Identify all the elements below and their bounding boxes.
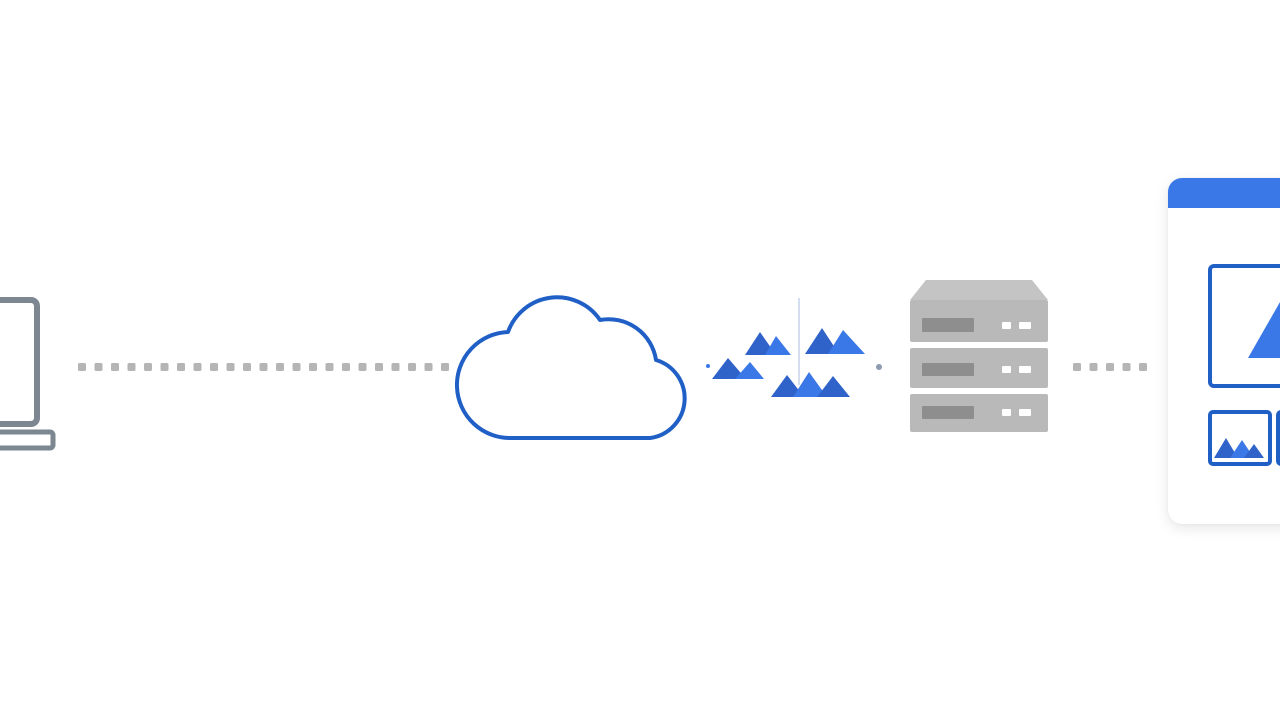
connector-dot — [342, 363, 350, 371]
connector-dot — [259, 363, 268, 371]
connector-dot — [1122, 363, 1131, 371]
connector-dot — [375, 363, 383, 371]
connector-images-server — [876, 364, 882, 370]
connector-dot — [441, 363, 449, 371]
connector-dot — [309, 363, 317, 371]
connector-dot — [1139, 363, 1147, 371]
connector-dot — [144, 363, 152, 371]
connector-dot — [424, 363, 433, 371]
connector-dot — [193, 363, 202, 371]
connector-dot — [78, 363, 86, 371]
image-fragments-icon — [706, 298, 865, 397]
connector-dot — [358, 363, 367, 371]
connector-dot — [276, 363, 284, 371]
connector-server-browser — [1073, 363, 1147, 371]
connector-laptop-cloud — [78, 363, 449, 371]
connector-dot — [408, 363, 416, 371]
laptop-icon — [0, 297, 56, 451]
server-rack-icon — [910, 280, 1048, 432]
connector-dot — [226, 363, 235, 371]
connector-dot — [391, 363, 400, 371]
connector-dot — [243, 363, 251, 371]
connector-dot — [210, 363, 218, 371]
connector-dot — [177, 363, 185, 371]
connector-dot — [292, 363, 301, 371]
connector-dot — [160, 363, 169, 371]
connector-dot — [1106, 363, 1114, 371]
connector-dot — [127, 363, 136, 371]
cloud-icon — [455, 295, 687, 441]
browser-window-icon — [1168, 178, 1280, 524]
connector-dot — [325, 363, 334, 371]
connector-dot — [1073, 363, 1081, 371]
connector-dot — [1089, 363, 1098, 371]
browser-content — [1208, 264, 1280, 466]
connector-dot — [94, 363, 103, 371]
browser-title-bar — [1168, 178, 1280, 208]
connector-dot — [111, 363, 119, 371]
